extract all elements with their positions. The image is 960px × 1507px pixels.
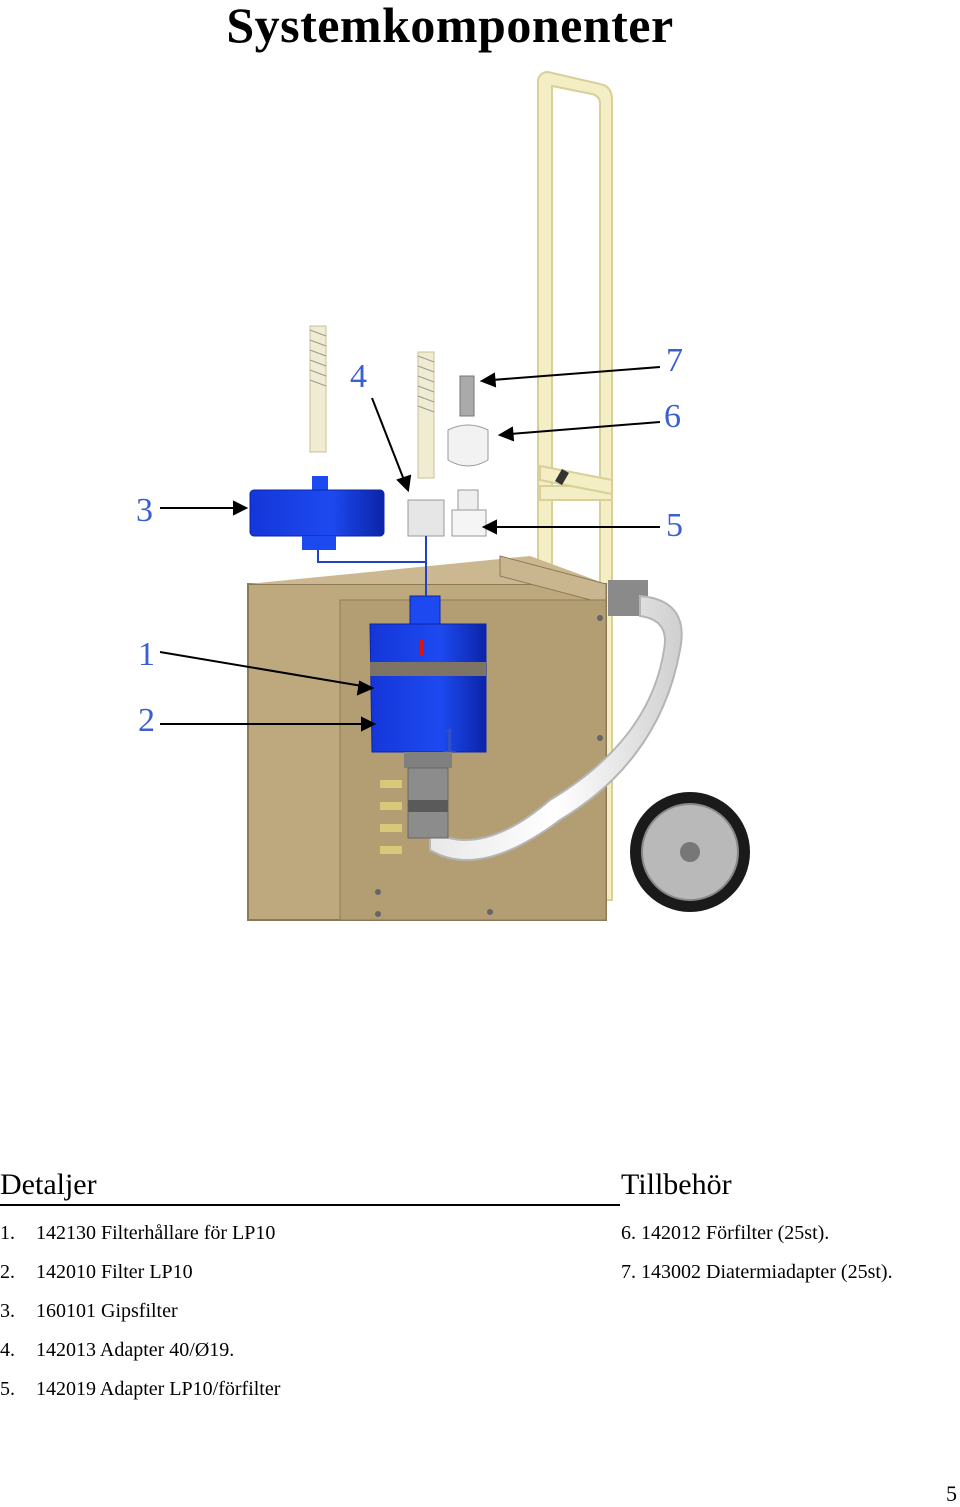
- system-components-illustration: 1: [159, 70, 750, 921]
- page-number: 5: [946, 1481, 957, 1506]
- hose: [429, 580, 683, 861]
- callout-7: 7: [666, 342, 683, 379]
- list-item: 2.142010 Filter LP10: [0, 1261, 193, 1283]
- accessories-list: 6. 142012 Förfilter (25st). 7. 143002 Di…: [621, 1214, 893, 1292]
- heading-underline: [0, 1204, 620, 1206]
- callout-4: 4: [350, 358, 367, 395]
- details-list: 1.142130 Filterhållare för LP10 2.142010…: [0, 1214, 280, 1409]
- callout-1: 1: [138, 636, 155, 673]
- wheel: [630, 792, 750, 912]
- callout-5: 5: [666, 507, 683, 544]
- spring-middle: [417, 351, 435, 479]
- trolley-bolt: [555, 468, 569, 486]
- accessories-heading: Tillbehör: [621, 1168, 732, 1201]
- part-mark: 1: [440, 720, 458, 760]
- list-item: 6. 142012 Förfilter (25st).: [621, 1222, 830, 1244]
- list-item: 3.160101 Gipsfilter: [0, 1300, 178, 1322]
- adapter-40: [407, 499, 445, 537]
- page-title: Systemkomponenter: [226, 0, 674, 53]
- assembly-lines: [317, 536, 427, 596]
- list-item: 1.142130 Filterhållare för LP10: [0, 1222, 276, 1244]
- prefilter-adapter: [447, 375, 489, 537]
- list-item: 7. 143002 Diatermiadapter (25st).: [621, 1261, 893, 1283]
- leader-arrows: [159, 366, 661, 732]
- details-heading: Detaljer: [0, 1168, 97, 1201]
- callout-3: 3: [136, 492, 153, 529]
- gypsum-filter: [249, 476, 385, 550]
- spring-left: [309, 325, 327, 453]
- filter-holder: [369, 595, 487, 839]
- list-item: 5.142019 Adapter LP10/förfilter: [0, 1378, 281, 1400]
- list-item: 4.142013 Adapter 40/Ø19.: [0, 1339, 235, 1361]
- callout-6: 6: [664, 398, 681, 435]
- callout-2: 2: [138, 702, 155, 739]
